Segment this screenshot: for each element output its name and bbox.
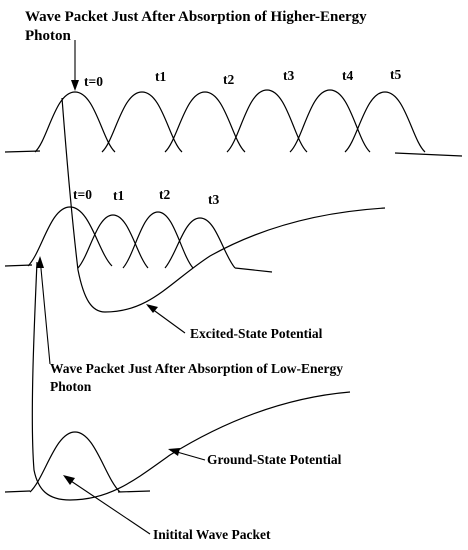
label-low-energy-line1: Wave Packet Just After Absorption of Low…	[50, 361, 343, 376]
middle-packet-t1	[77, 214, 149, 269]
initial-wave-packet	[29, 431, 121, 493]
upper-packet-t4	[289, 89, 371, 153]
upper-packet-t5	[344, 91, 426, 153]
upper-time-1: t1	[155, 69, 166, 84]
initial-packet-group	[4, 431, 151, 493]
upper-time-4: t4	[342, 68, 353, 83]
label-ground-state: Ground-State Potential	[207, 452, 342, 467]
initial-baseline	[4, 490, 151, 493]
lower-time-0: t=0	[73, 187, 92, 202]
labels: Wave Packet Just After Absorption of Hig…	[25, 9, 401, 542]
label-low-energy-line2: Photon	[50, 379, 92, 394]
arrow-initial-packet	[64, 476, 151, 535]
upper-time-5: t5	[390, 67, 401, 82]
upper-packet-t2	[164, 91, 246, 153]
upper-packet-row	[4, 89, 463, 157]
arrowhead-ground-state	[168, 448, 180, 456]
arrowhead-low-energy	[36, 256, 44, 268]
upper-time-3: t3	[283, 68, 294, 83]
label-higher-energy-line2: Photon	[25, 28, 72, 44]
arrow-low-energy	[39, 257, 51, 365]
middle-baseline	[4, 264, 273, 273]
upper-packet-t1	[101, 91, 183, 153]
ground-state-potential-curve	[31, 261, 351, 501]
excited-state-potential-curve	[61, 97, 386, 313]
upper-packet-t3	[226, 89, 308, 153]
lower-time-3: t3	[208, 192, 219, 207]
upper-time-2: t2	[223, 72, 234, 87]
upper-baseline	[4, 150, 463, 157]
arrowhead-higher-energy	[71, 80, 79, 91]
lower-time-2: t2	[159, 187, 170, 202]
lower-time-1: t1	[113, 188, 124, 203]
middle-packet-t3	[164, 217, 236, 269]
arrows	[36, 40, 206, 535]
label-excited-state: Excited-State Potential	[190, 326, 323, 341]
arrowhead-excited-state	[146, 304, 158, 313]
upper-time-0: t=0	[84, 74, 103, 89]
upper-packet-t0	[34, 91, 116, 153]
middle-packet-t2	[122, 211, 194, 269]
middle-packet-t0	[27, 206, 113, 267]
middle-packet-row	[4, 206, 273, 273]
label-initial-packet: Initital Wave Packet	[153, 527, 271, 542]
arrowhead-initial-packet	[63, 475, 75, 485]
label-higher-energy-line1: Wave Packet Just After Absorption of Hig…	[25, 9, 367, 25]
